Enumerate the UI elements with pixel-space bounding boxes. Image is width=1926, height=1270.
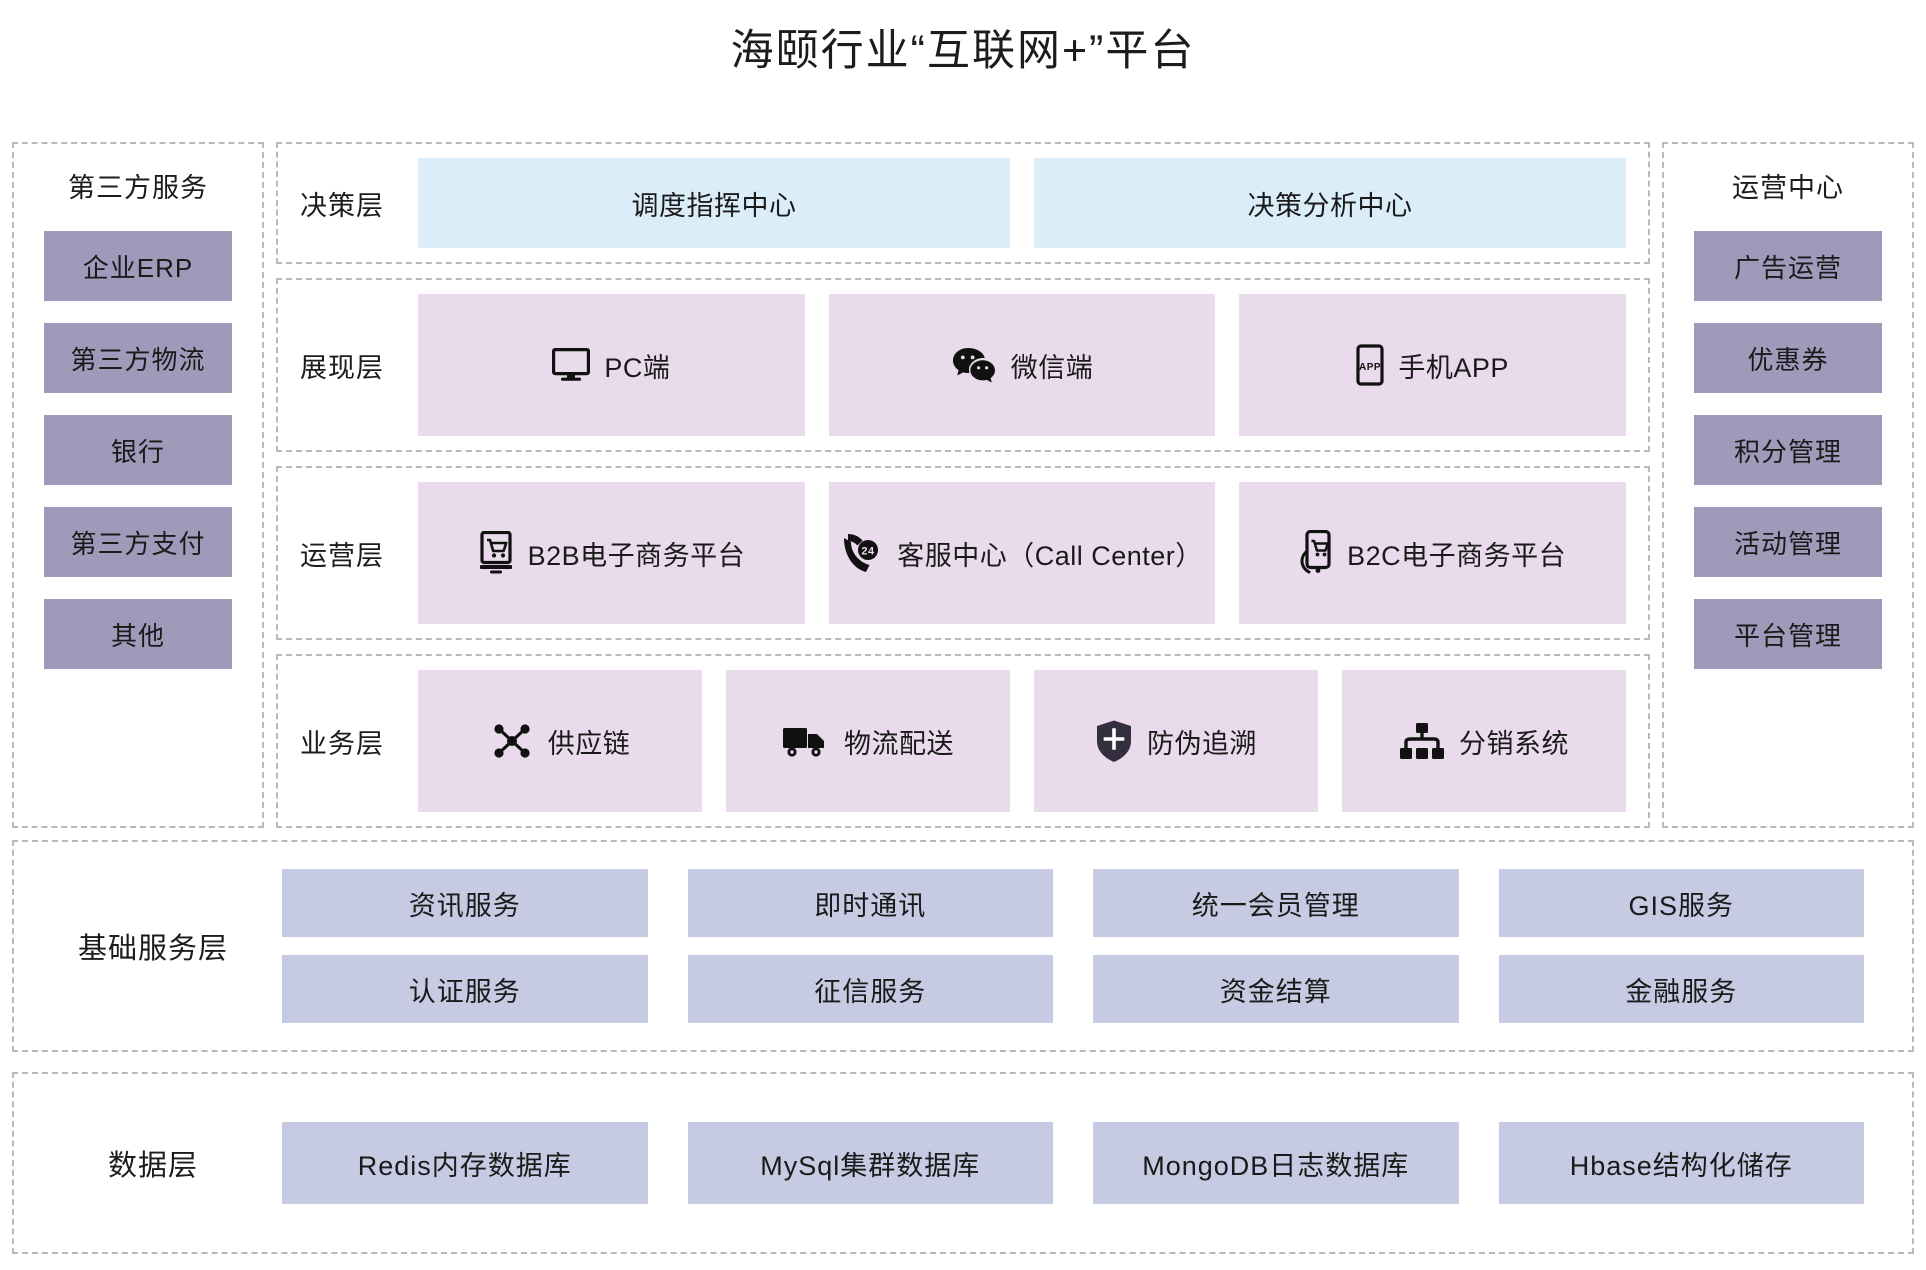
truck-icon — [782, 724, 830, 758]
card-label: B2C电子商务平台 — [1347, 540, 1567, 571]
layer-decision-label: 决策层 — [300, 190, 384, 221]
card-supply-chain[interactable]: 供应链 — [418, 670, 702, 812]
card-label: 决策分析中心 — [1247, 190, 1413, 221]
phone-24-icon: 24 — [841, 531, 883, 575]
third-party-item-erp[interactable]: 企业ERP — [44, 231, 232, 301]
data-layer-label: 数据层 — [107, 1150, 198, 1182]
shield-icon — [1095, 719, 1133, 763]
operation-item-points[interactable]: 积分管理 — [1694, 415, 1882, 485]
operation-center-list: 广告运营 优惠券 积分管理 活动管理 平台管理 — [1664, 231, 1912, 808]
third-party-services-title: 第三方服务 — [68, 173, 208, 203]
layer-business-cards: 供应链 物流配 — [418, 656, 1626, 826]
layer-presentation-cards: PC端 微信端 — [418, 280, 1627, 450]
card-pc-client[interactable]: PC端 — [418, 294, 805, 436]
operation-center-title: 运营中心 — [1732, 173, 1844, 203]
card-label: PC端 — [604, 352, 671, 383]
data-item-mysql[interactable]: MySql集群数据库 — [687, 1122, 1053, 1204]
data-item-redis[interactable]: Redis内存数据库 — [282, 1122, 648, 1204]
layer-presentation: 展现层 PC端 — [276, 278, 1650, 452]
operation-item-platform[interactable]: 平台管理 — [1694, 599, 1882, 669]
card-label: 分销系统 — [1459, 728, 1569, 759]
card-label: 物流配送 — [844, 728, 954, 759]
card-decision-analysis-center[interactable]: 决策分析中心 — [1034, 158, 1626, 248]
base-item-authentication-service[interactable]: 认证服务 — [282, 955, 648, 1023]
card-label: 手机APP — [1398, 352, 1509, 383]
card-anti-counterfeit-trace[interactable]: 防伪追溯 — [1034, 670, 1318, 812]
base-service-layer-label: 基础服务层 — [77, 933, 228, 965]
base-service-layer: 基础服务层 资讯服务 即时通讯 统一会员管理 GIS服务 认证服务 征信服务 资… — [12, 840, 1914, 1052]
card-label: 调度指挥中心 — [631, 190, 797, 221]
base-service-row-1: 资讯服务 即时通讯 统一会员管理 GIS服务 — [282, 869, 1864, 937]
base-service-row-2: 认证服务 征信服务 资金结算 金融服务 — [282, 955, 1864, 1023]
card-wechat-client[interactable]: 微信端 — [828, 294, 1216, 436]
card-b2b-platform[interactable]: B2B电子商务平台 — [418, 482, 805, 624]
mobile-cart-icon — [1299, 530, 1333, 576]
third-party-item-other[interactable]: 其他 — [44, 599, 232, 669]
layer-operation-cards: B2B电子商务平台 24 客服中心（Call Center） — [418, 468, 1627, 638]
layer-business-label: 业务层 — [300, 728, 384, 759]
data-layer-grid: Redis内存数据库 MySql集群数据库 MongoDB日志数据库 Hbase… — [282, 1122, 1902, 1204]
mobile-app-icon: APP — [1356, 344, 1385, 386]
data-item-hbase[interactable]: Hbase结构化储存 — [1498, 1122, 1864, 1204]
third-party-item-bank[interactable]: 银行 — [44, 415, 232, 485]
base-item-news-service[interactable]: 资讯服务 — [282, 869, 648, 937]
card-mobile-app[interactable]: APP 手机APP — [1239, 294, 1627, 436]
page-title: 海颐行业“互联网+”平台 — [730, 27, 1196, 75]
card-call-center[interactable]: 24 客服中心（Call Center） — [828, 482, 1216, 624]
card-label: 供应链 — [547, 728, 631, 759]
base-item-instant-messaging[interactable]: 即时通讯 — [687, 869, 1053, 937]
distribution-tree-icon — [1399, 721, 1445, 761]
supply-chain-icon — [490, 719, 534, 763]
layer-operation-label: 运营层 — [300, 540, 384, 571]
card-label: 微信端 — [1010, 352, 1094, 383]
data-item-mongodb[interactable]: MongoDB日志数据库 — [1093, 1122, 1459, 1204]
base-service-grid: 资讯服务 即时通讯 统一会员管理 GIS服务 认证服务 征信服务 资金结算 金融… — [282, 869, 1902, 1023]
operation-item-campaign[interactable]: 活动管理 — [1694, 507, 1882, 577]
desktop-cart-icon — [478, 531, 514, 575]
svg-text:APP: APP — [1359, 362, 1381, 373]
base-item-fund-settlement[interactable]: 资金结算 — [1093, 955, 1459, 1023]
card-logistics-delivery[interactable]: 物流配送 — [726, 670, 1010, 812]
svg-text:24: 24 — [862, 546, 876, 558]
card-label: 防伪追溯 — [1147, 728, 1257, 759]
card-dispatch-command-center[interactable]: 调度指挥中心 — [418, 158, 1010, 248]
layer-decision-cards: 调度指挥中心 决策分析中心 — [418, 144, 1626, 262]
monitor-icon — [552, 348, 591, 382]
base-item-credit-service[interactable]: 征信服务 — [687, 955, 1053, 1023]
card-label: B2B电子商务平台 — [527, 540, 746, 571]
card-label: 客服中心（Call Center） — [897, 540, 1203, 571]
layer-decision: 决策层 调度指挥中心 决策分析中心 — [276, 142, 1650, 264]
layer-presentation-label: 展现层 — [300, 352, 384, 383]
card-distribution-system[interactable]: 分销系统 — [1342, 670, 1626, 812]
third-party-item-logistics[interactable]: 第三方物流 — [44, 323, 232, 393]
operation-item-coupon[interactable]: 优惠券 — [1694, 323, 1882, 393]
base-item-financial-service[interactable]: 金融服务 — [1498, 955, 1864, 1023]
third-party-services-list: 企业ERP 第三方物流 银行 第三方支付 其他 — [14, 231, 262, 808]
main-band: 第三方服务 企业ERP 第三方物流 银行 第三方支付 其他 决策层 调度指挥中心 — [12, 142, 1914, 828]
base-item-gis-service[interactable]: GIS服务 — [1498, 869, 1864, 937]
card-b2c-platform[interactable]: B2C电子商务平台 — [1239, 482, 1627, 624]
wechat-icon — [951, 346, 997, 384]
layer-operation: 运营层 B2B电子 — [276, 466, 1650, 640]
third-party-services-panel: 第三方服务 企业ERP 第三方物流 银行 第三方支付 其他 — [12, 142, 264, 828]
data-layer: 数据层 Redis内存数据库 MySql集群数据库 MongoDB日志数据库 H… — [12, 1072, 1914, 1254]
operation-item-advertising[interactable]: 广告运营 — [1694, 231, 1882, 301]
base-item-unified-member-management[interactable]: 统一会员管理 — [1093, 869, 1459, 937]
operation-center-panel: 运营中心 广告运营 优惠券 积分管理 活动管理 平台管理 — [1662, 142, 1914, 828]
third-party-item-payment[interactable]: 第三方支付 — [44, 507, 232, 577]
center-layer-stack: 决策层 调度指挥中心 决策分析中心 展现层 — [276, 142, 1650, 828]
layer-business: 业务层 供应链 — [276, 654, 1650, 828]
